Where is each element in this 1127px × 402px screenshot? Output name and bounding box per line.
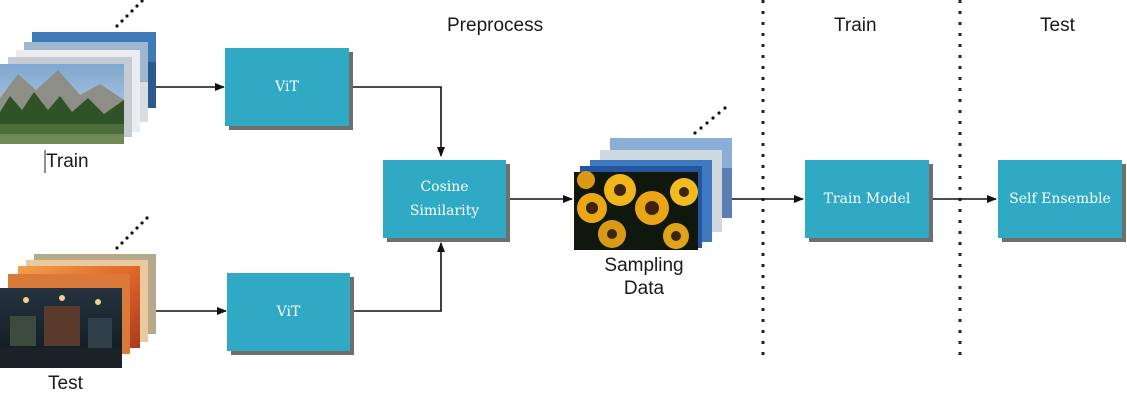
sampling-label-line2: Data <box>623 278 665 299</box>
self-ensemble-label: Self Ensemble <box>1009 191 1111 207</box>
train-model-box: Train Model <box>805 160 929 238</box>
sampling-ellipsis <box>693 106 727 135</box>
test-ellipsis <box>115 216 149 250</box>
section-test-label: Test <box>1040 15 1075 36</box>
arrow-vit-train-to-cosine <box>349 86 445 157</box>
vit-train-box: ViT <box>225 48 349 126</box>
arrow-vit-test-to-cosine <box>350 242 445 312</box>
cosine-label-line1: Cosine <box>420 179 469 195</box>
vit-test-label: ViT <box>276 304 301 320</box>
sampling-label-line1: Sampling <box>604 255 684 276</box>
self-ensemble-box: Self Ensemble <box>998 160 1122 238</box>
vit-train-label: ViT <box>275 79 299 95</box>
test-input-label: Test <box>48 373 83 394</box>
sampling-data-label: Sampling Data <box>592 254 696 300</box>
test-image-stack <box>0 254 156 368</box>
cosine-label-line2: Similarity <box>409 203 480 219</box>
cosine-similarity-box: Cosine Similarity <box>383 160 506 238</box>
train-model-label: Train Model <box>823 191 911 207</box>
train-ellipsis <box>115 0 144 28</box>
train-input-label: Train <box>46 151 89 172</box>
vit-test-box: ViT <box>227 273 350 351</box>
section-train-label: Train <box>834 15 877 36</box>
sampling-image-stack <box>574 138 732 250</box>
train-image-stack <box>0 32 156 144</box>
section-preprocess-label: Preprocess <box>447 15 544 36</box>
